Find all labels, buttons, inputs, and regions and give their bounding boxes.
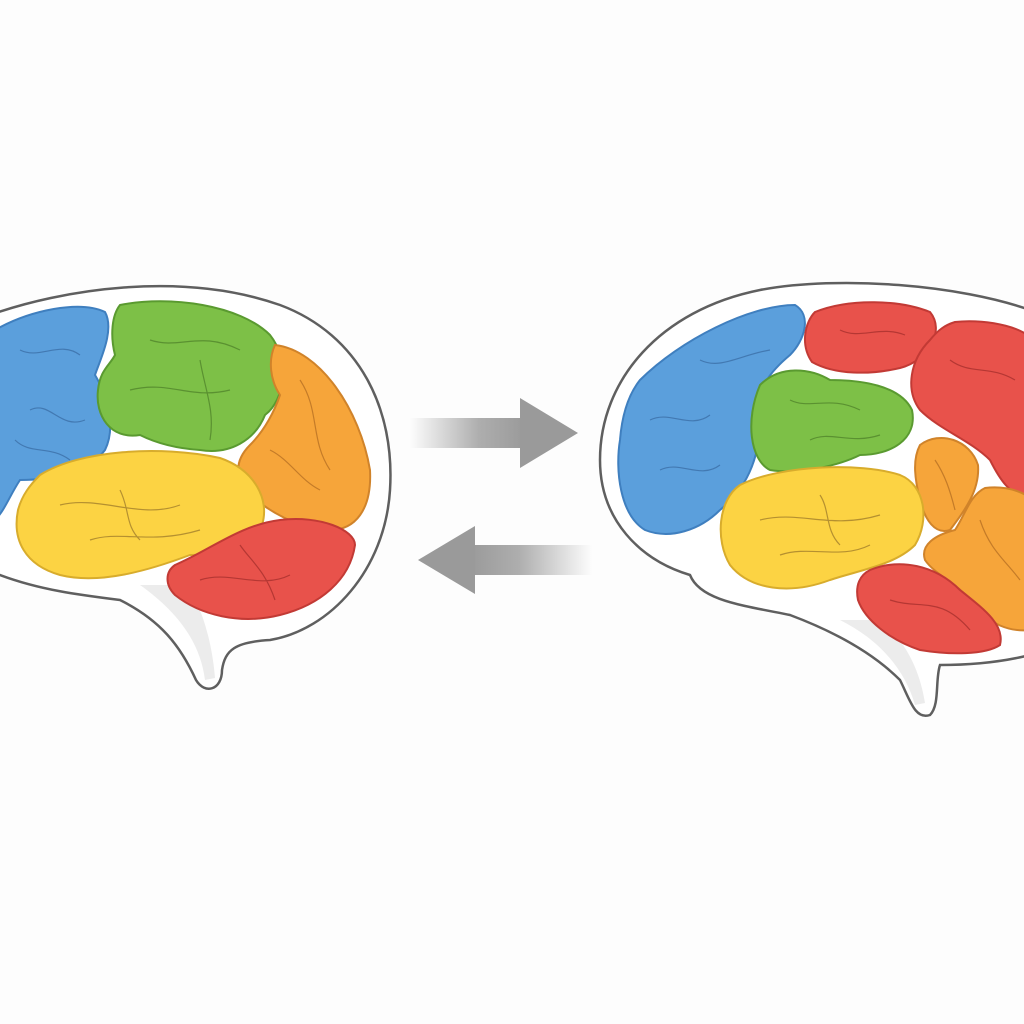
right-green-lobe (750, 369, 914, 473)
arrow-left-icon (418, 526, 592, 594)
left-brain (0, 284, 392, 690)
left-orange-lobe (237, 343, 372, 532)
right-red-lobe-bottom (856, 563, 1002, 655)
right-blue-lobe (617, 303, 806, 535)
right-brain-folds (649, 329, 1021, 631)
right-yellow-lobe (719, 466, 925, 590)
right-brain-stem (840, 620, 925, 705)
right-red-lobe-top (804, 301, 937, 374)
right-brain (598, 281, 1024, 717)
left-brain-folds (14, 339, 331, 601)
arrow-right-icon (410, 398, 578, 468)
left-green-lobe (96, 300, 284, 452)
left-red-lobe (166, 518, 357, 620)
right-red-lobe-right (910, 320, 1024, 500)
